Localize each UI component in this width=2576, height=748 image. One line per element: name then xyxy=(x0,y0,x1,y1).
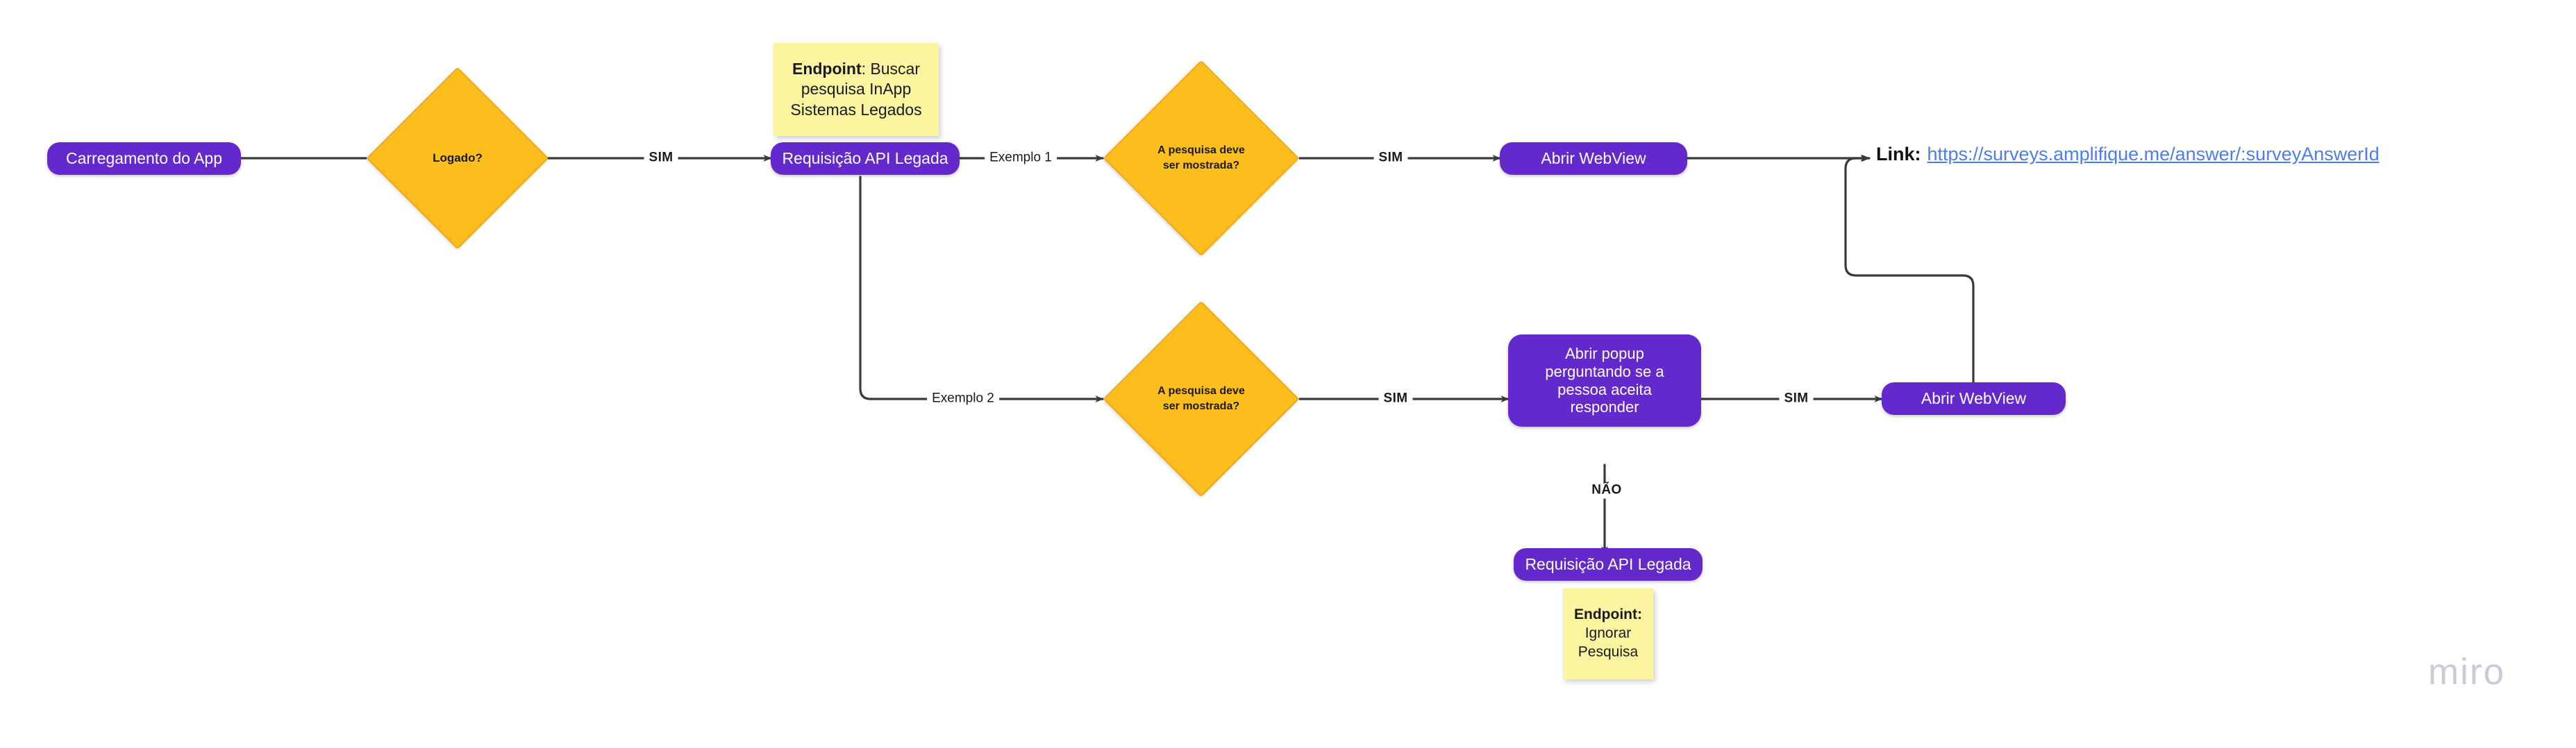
sticky-line2: pesquisa InApp xyxy=(801,80,912,99)
decision-pesquisa-mostrada-top[interactable]: A pesquisa deve ser mostrada? xyxy=(1103,60,1300,257)
decision-label-line1: A pesquisa deve xyxy=(1157,144,1245,157)
edge-label-sim-decision-top: SIM xyxy=(1373,150,1408,167)
node-label: Requisição API Legada xyxy=(1525,554,1691,573)
link-row[interactable]: Link: https://surveys.amplifique.me/answ… xyxy=(1876,144,2380,165)
node-label: Carregamento do App xyxy=(65,148,223,167)
sticky-line2: Ignorar xyxy=(1584,625,1632,642)
node-carregamento-do-app[interactable]: Carregamento do App xyxy=(47,142,241,175)
sticky-bold-prefix: Endpoint xyxy=(792,59,862,78)
edge-label-exemplo-2: Exemplo 2 xyxy=(927,391,999,407)
sticky-line3: Pesquisa xyxy=(1578,643,1639,660)
sticky-line1-rest: : Buscar xyxy=(861,59,920,78)
decision-label: A pesquisa deve ser mostrada? xyxy=(1157,143,1245,173)
node-abrir-webview-top[interactable]: Abrir WebView xyxy=(1500,142,1687,175)
edge-label-sim-popup: SIM xyxy=(1779,391,1814,407)
decision-logado[interactable]: Logado? xyxy=(366,67,549,250)
edge-label-nao-popup: NÃO xyxy=(1587,482,1627,499)
decision-label-line1: A pesquisa deve xyxy=(1157,385,1245,398)
sticky-endpoint-ignorar-pesquisa[interactable]: Endpoint: Ignorar Pesquisa xyxy=(1563,588,1653,679)
node-label: Abrir WebView xyxy=(1541,148,1646,167)
node-label-line2: perguntando se a xyxy=(1545,362,1664,380)
node-label: Abrir WebView xyxy=(1921,389,2027,407)
sticky-bold-prefix: Endpoint: xyxy=(1574,606,1642,623)
node-requisicao-api-legada-top[interactable]: Requisição API Legada xyxy=(771,142,960,175)
decision-label-line2: ser mostrada? xyxy=(1162,160,1240,171)
node-abrir-webview-bottom[interactable]: Abrir WebView xyxy=(1882,382,2066,415)
node-abrir-popup[interactable]: Abrir popup perguntando se a pessoa acei… xyxy=(1508,334,1701,427)
decision-label-line2: ser mostrada? xyxy=(1162,400,1240,412)
sticky-endpoint-buscar-pesquisa[interactable]: Endpoint: Buscar pesquisa InApp Sistemas… xyxy=(773,43,939,136)
link-url[interactable]: https://surveys.amplifique.me/answer/:su… xyxy=(1927,144,2380,164)
link-label: Link: xyxy=(1876,144,1921,164)
edge-label-exemplo-1: Exemplo 1 xyxy=(985,150,1057,167)
edge-api-to-decision-bottom xyxy=(859,176,1104,402)
edge-webview-bottom-to-link xyxy=(1844,155,1975,384)
node-label-line4: responder xyxy=(1570,398,1639,416)
edge-label-sim-logado: SIM xyxy=(644,150,678,167)
miro-watermark: miro xyxy=(2428,652,2506,692)
node-requisicao-api-legada-bottom[interactable]: Requisição API Legada xyxy=(1514,548,1703,581)
decision-label: Logado? xyxy=(433,151,483,164)
decision-label: A pesquisa deve ser mostrada? xyxy=(1157,384,1245,414)
sticky-line3: Sistemas Legados xyxy=(790,100,922,119)
node-label: Requisição API Legada xyxy=(782,148,948,167)
edge-label-sim-decision-bottom: SIM xyxy=(1378,391,1413,407)
node-label-line3: pessoa aceita xyxy=(1557,380,1652,398)
node-label-line1: Abrir popup xyxy=(1565,344,1644,362)
decision-pesquisa-mostrada-bottom[interactable]: A pesquisa deve ser mostrada? xyxy=(1103,300,1300,498)
